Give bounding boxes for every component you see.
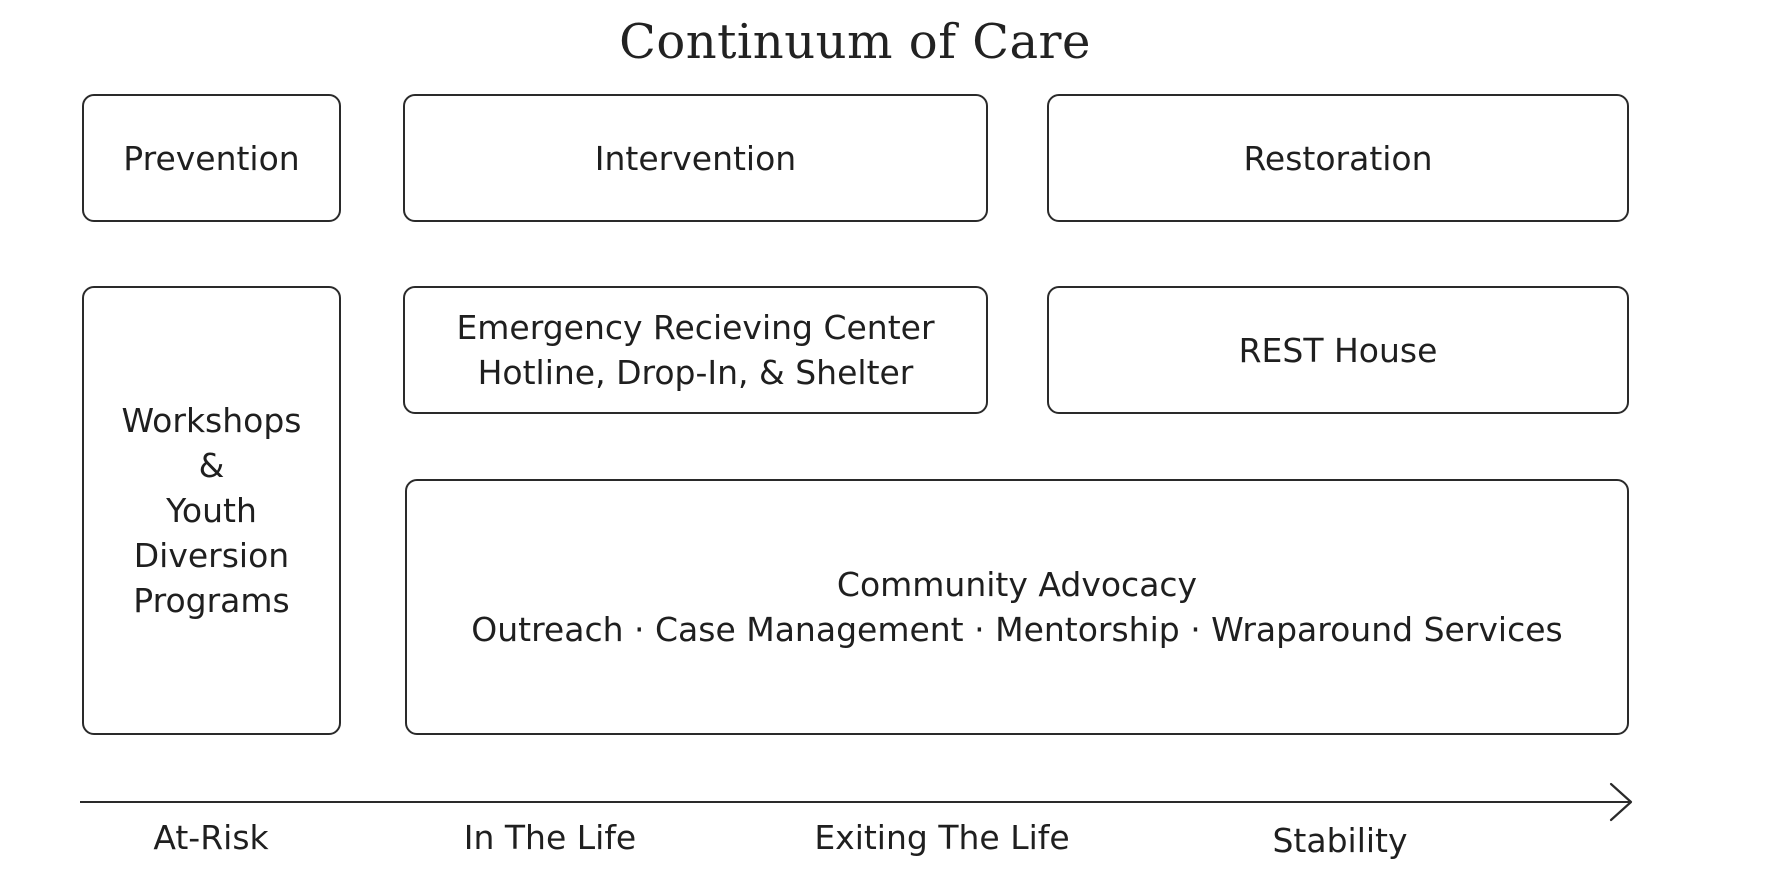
rest-house-label: REST House bbox=[1238, 330, 1438, 370]
prevention-box: Prevention bbox=[82, 94, 341, 222]
workshops-line-1: Workshops bbox=[121, 401, 302, 440]
prevention-label: Prevention bbox=[123, 138, 300, 178]
workshops-line-3: Youth bbox=[166, 491, 257, 530]
emergency-line-1: Emergency Recieving Center bbox=[456, 308, 935, 347]
restoration-box: Restoration bbox=[1047, 94, 1629, 222]
stage-label-in-the-life: In The Life bbox=[463, 818, 637, 857]
intervention-box: Intervention bbox=[403, 94, 988, 222]
stage-label-stability: Stability bbox=[1272, 821, 1408, 860]
stage-label-at-risk: At-Risk bbox=[153, 818, 269, 857]
community-line-2: Outreach · Case Management · Mentorship … bbox=[471, 610, 1563, 649]
intervention-label: Intervention bbox=[594, 138, 797, 178]
rest-house-box: REST House bbox=[1047, 286, 1629, 414]
diagram-title: Continuum of Care bbox=[619, 14, 1091, 70]
community-line-1: Community Advocacy bbox=[836, 565, 1198, 604]
emergency-line-2: Hotline, Drop-In, & Shelter bbox=[477, 353, 914, 392]
arrowhead-icon bbox=[1609, 782, 1633, 822]
community-advocacy-box: Community Advocacy Outreach · Case Manag… bbox=[405, 479, 1629, 735]
workshops-line-2: & bbox=[198, 446, 225, 485]
workshops-line-4: Diversion bbox=[133, 536, 290, 575]
stage-label-exiting-the-life: Exiting The Life bbox=[814, 818, 1070, 857]
workshops-box: Workshops & Youth Diversion Programs bbox=[82, 286, 341, 735]
emergency-center-box: Emergency Recieving Center Hotline, Drop… bbox=[403, 286, 988, 414]
restoration-label: Restoration bbox=[1243, 138, 1433, 178]
workshops-line-5: Programs bbox=[133, 581, 290, 620]
